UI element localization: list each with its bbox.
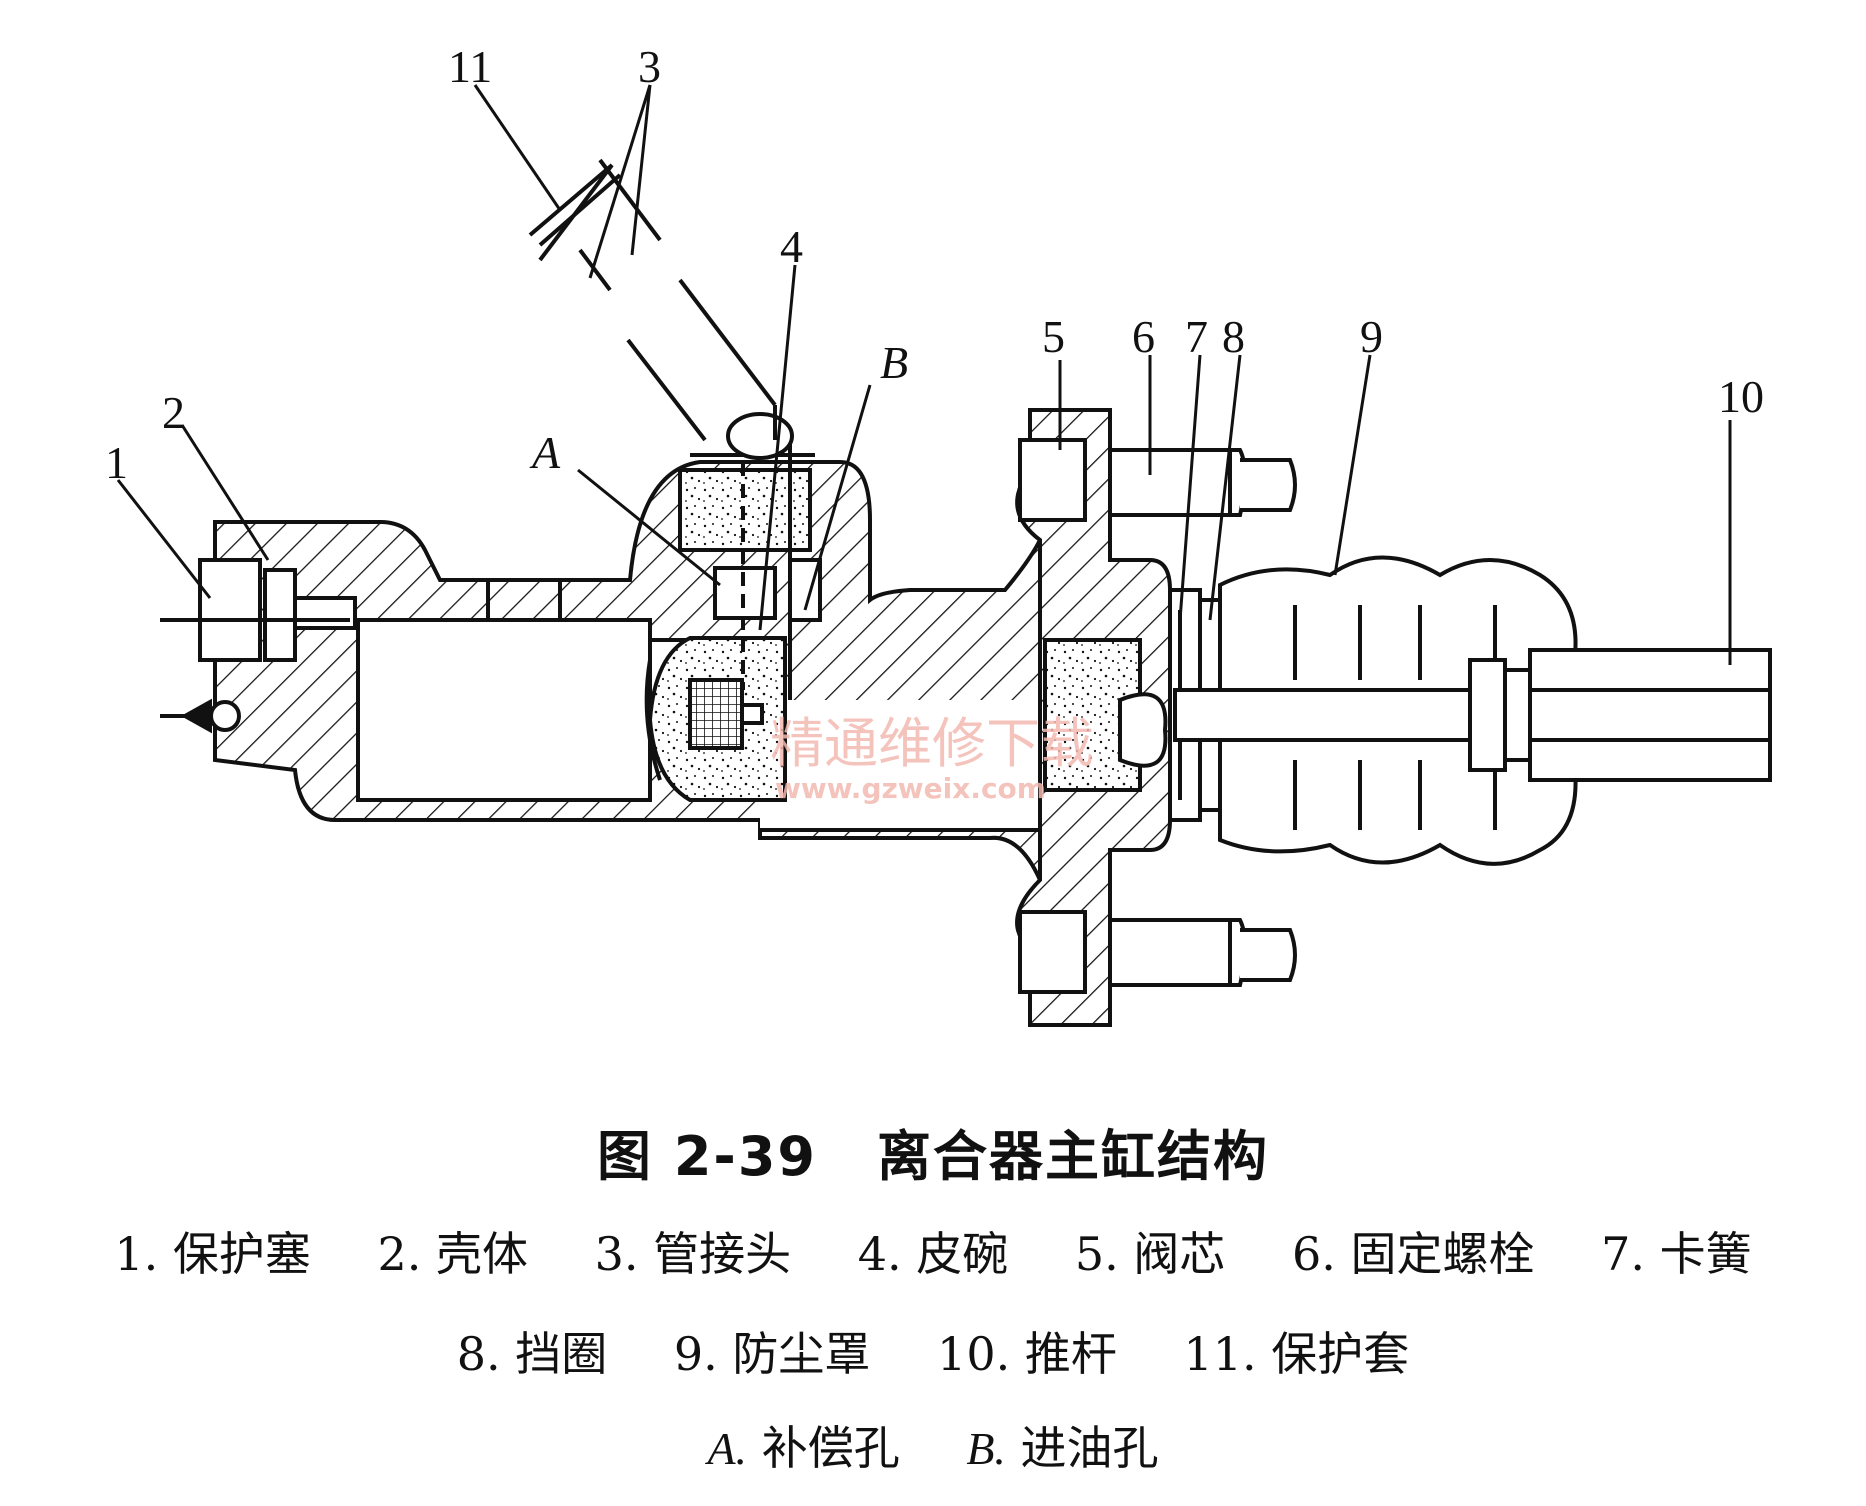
legend-item: 4. 皮碗 [857,1227,1009,1281]
legend-item: 11. 保护套 [1183,1327,1410,1381]
legend-item: A. 补偿孔 [707,1421,900,1475]
legend-item: 3. 管接头 [594,1227,792,1281]
callout-1: 1 [105,437,128,488]
fixing-bolt-top [1018,438,1297,522]
callout-10: 10 [1718,371,1764,422]
callout-2: 2 [162,387,185,438]
callout-3: 3 [638,41,661,92]
protective-plug [160,558,357,734]
callout-7: 7 [1185,311,1208,362]
legend-row: A. 补偿孔 B. 进油孔 [0,1412,1866,1478]
piston-cup [644,636,787,802]
legend-item: 10. 推杆 [937,1327,1117,1381]
callout-B: B [880,337,908,388]
figure-number: 图 2-39 [597,1125,817,1188]
callout-4: 4 [780,221,803,272]
legend-item: 2. 壳体 [377,1227,528,1281]
pipe-connector [528,158,777,442]
cylinder-housing [213,460,1042,881]
callout-5: 5 [1042,311,1065,362]
inlet-boss [678,412,822,700]
fixing-bolt-bottom [1018,910,1297,994]
callout-11: 11 [448,41,492,92]
callout-8: 8 [1222,311,1245,362]
callout-A: A [529,427,561,478]
legend-item: 8. 挡圈 [456,1327,608,1381]
push-rod [1173,648,1772,782]
legend-item: 6. 固定螺栓 [1292,1227,1535,1281]
legend-item: 9. 防尘罩 [673,1327,871,1381]
watermark-text: 精通维修下载 [770,712,1094,775]
legend-item: 1. 保护塞 [114,1227,311,1281]
legend-row: 8. 挡圈 9. 防尘罩 10. 推杆 11. 保护套 [0,1318,1866,1384]
figure-caption: 图 2-39 离合器主缸结构 [0,1112,1866,1191]
legend-item: 5. 阀芯 [1074,1227,1226,1281]
legend-row: 1. 保护塞 2. 壳体 3. 管接头 4. 皮碗 5. 阀芯 6. 固定螺栓 … [0,1218,1866,1284]
legend-item: B. 进油孔 [966,1421,1159,1475]
watermark-url: www.gzweix.com [775,772,1046,805]
callout-9: 9 [1360,311,1383,362]
clutch-master-cylinder-diagram: 1 2 11 3 4 A B 5 6 7 8 9 10 精通维修下载 www.g… [105,41,1772,1027]
legend-item: 7. 卡簧 [1601,1227,1752,1281]
callout-6: 6 [1132,311,1155,362]
figure-title: 离合器主缸结构 [876,1125,1269,1188]
leader-lines [116,84,1732,665]
